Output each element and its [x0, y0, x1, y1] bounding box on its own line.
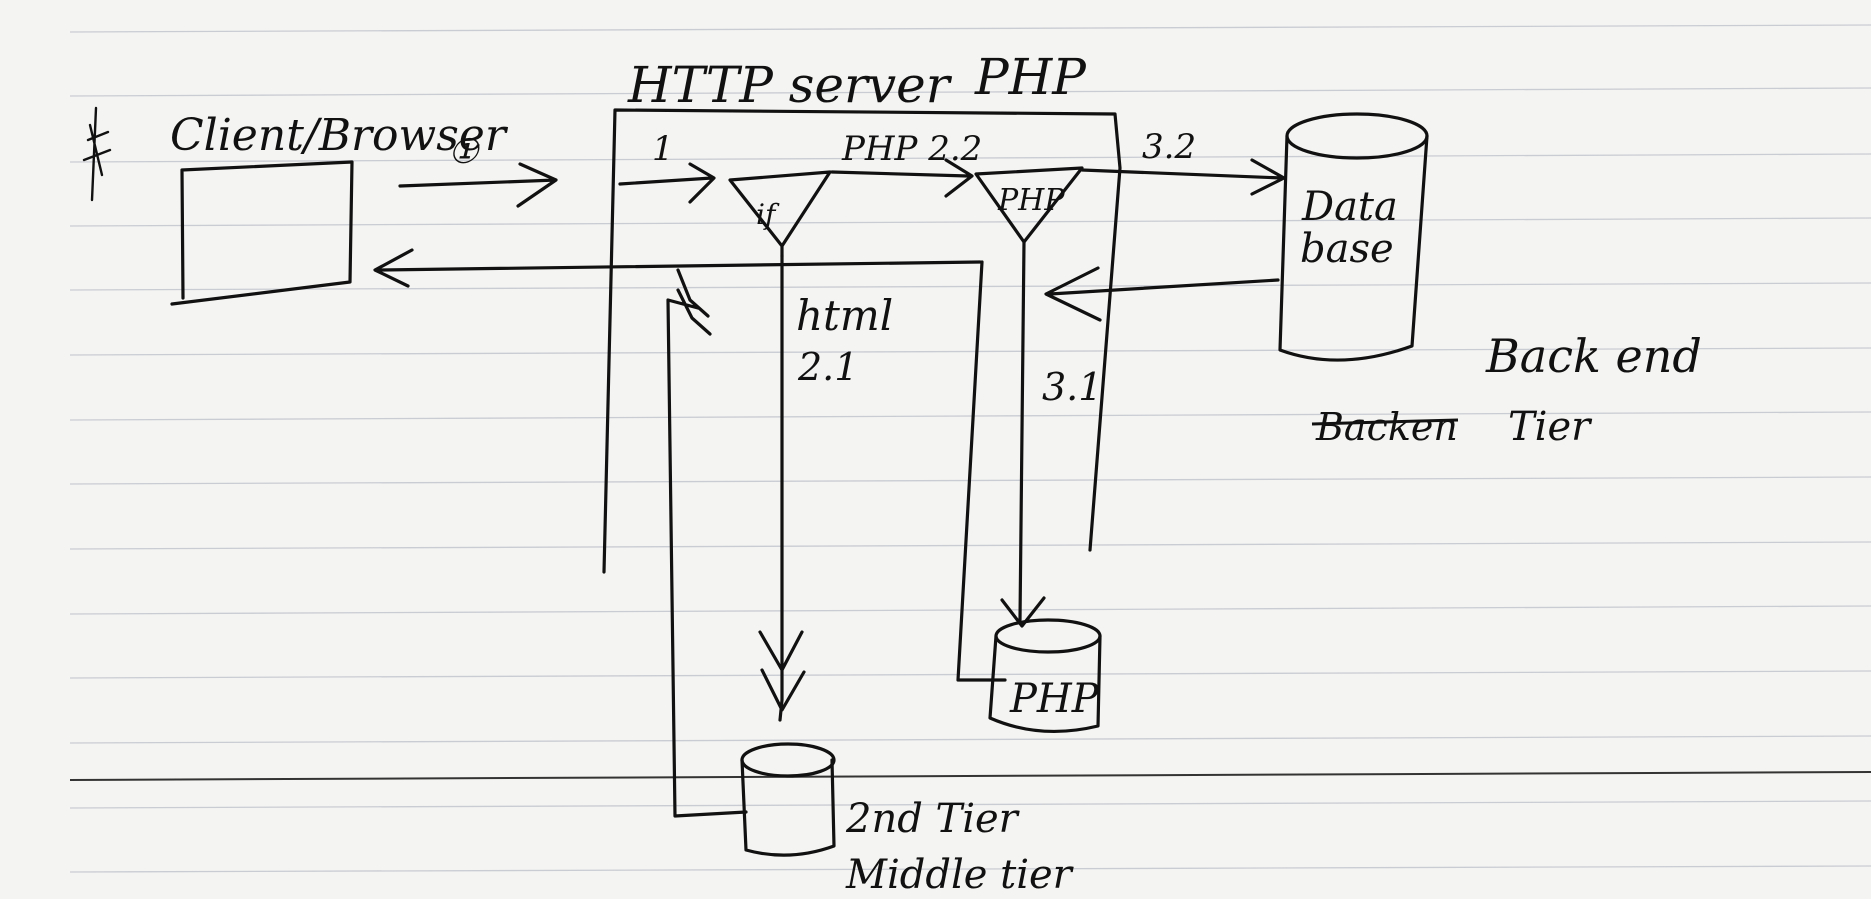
step-3-2-label: 3.2: [1142, 127, 1196, 167]
backend-struck-label: Backen: [1315, 405, 1458, 449]
php-2-2-arrow: [830, 158, 974, 198]
php-store-cylinder: PHP: [988, 618, 1102, 734]
backend-label-line2: Tier: [1508, 404, 1593, 450]
step-3-1-label: 3.1: [1042, 365, 1102, 409]
if-funnel-label: if: [756, 198, 780, 231]
php-2-2-label: PHP 2.2: [841, 129, 982, 169]
php-store-label: PHP: [1009, 676, 1100, 722]
html-down-arrow: [758, 254, 806, 722]
ruler-line: [69, 771, 1871, 781]
step-circle-label: ①: [448, 132, 480, 172]
notebook-ruled-lines: [69, 24, 1871, 873]
database-cylinder: Data base: [1278, 112, 1429, 362]
http-server-label: HTTP server: [627, 56, 953, 114]
middle-tier-label-line2: Middle tier: [845, 852, 1075, 898]
internal-arrow-1: [618, 162, 716, 204]
if-funnel-shape: [728, 170, 832, 258]
database-label-line1: Data: [1301, 184, 1398, 230]
middle-tier-cylinder: [740, 742, 836, 857]
php-down-arrow: [1000, 240, 1046, 628]
response-arrow: [373, 248, 982, 288]
client-browser-label: Client/Browser: [170, 110, 509, 161]
php-funnel-shape: [974, 166, 1084, 244]
db-return-arrow: [1044, 266, 1280, 322]
http-server-container: [602, 108, 1122, 682]
margin-doodle: [82, 106, 112, 202]
database-label-line2: base: [1300, 226, 1394, 272]
browser-window-box: [170, 160, 354, 306]
strikethrough-line: [1311, 418, 1459, 426]
html-label: html: [796, 291, 893, 340]
step-1-label: 1: [652, 129, 674, 169]
middle-tier-label-line1: 2nd Tier: [845, 796, 1021, 842]
request-arrow: [398, 162, 558, 208]
step-2-1-label: 2.1: [797, 345, 858, 389]
php-header-label: PHP: [974, 48, 1087, 106]
php-funnel-label: PHP: [997, 183, 1065, 218]
query-arrow-3-2: [1080, 158, 1286, 196]
middle-tier-return-arrow: [666, 268, 748, 818]
backend-label-line1: Back end: [1485, 329, 1702, 383]
